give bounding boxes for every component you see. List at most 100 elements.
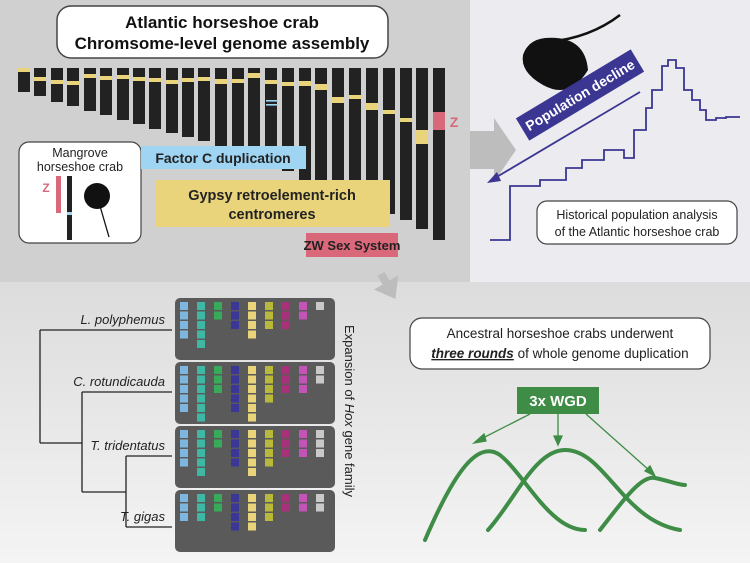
hox-gene-grids <box>175 298 335 552</box>
hox-gene-square <box>197 449 205 457</box>
hox-gene-square <box>282 366 290 374</box>
hox-gene-square <box>197 394 205 403</box>
hox-gene-square <box>299 503 307 512</box>
horseshoe-crab-icon <box>522 14 621 90</box>
chromosome <box>282 68 294 171</box>
chromosome-set <box>18 68 445 240</box>
historical-label-line1: Historical population analysis <box>556 208 717 222</box>
hox-gene-square <box>299 449 307 457</box>
hox-gene-square <box>265 430 273 438</box>
hox-gene-square <box>180 458 188 467</box>
hox-gene-square <box>282 430 290 438</box>
hox-gene-square <box>248 394 256 403</box>
hox-gene-square <box>282 311 290 320</box>
centromere-band <box>416 130 428 138</box>
chromosome <box>265 68 277 161</box>
hox-gene-square <box>197 439 205 448</box>
hox-gene-square <box>265 311 273 320</box>
mangrove-z-label: Z <box>42 181 49 195</box>
hox-gene-square <box>265 513 273 521</box>
hox-gene-square <box>197 458 205 467</box>
hox-gene-square <box>214 494 222 502</box>
hox-gene-square <box>180 439 188 448</box>
hox-gene-square <box>197 385 205 393</box>
hox-gene-square <box>214 375 222 384</box>
hox-gene-square <box>282 385 290 393</box>
centromere-band <box>34 77 46 81</box>
hox-gene-square <box>248 311 256 320</box>
hox-gene-square <box>214 366 222 374</box>
hox-gene-square <box>180 394 188 403</box>
hox-gene-square <box>197 513 205 521</box>
hox-gene-square <box>180 385 188 393</box>
hox-gene-square <box>180 302 188 310</box>
hox-gene-square <box>231 321 239 329</box>
centromere-band <box>18 68 30 72</box>
hox-gene-square <box>299 375 307 384</box>
title-box <box>56 5 389 59</box>
z-chromosome-segment <box>433 112 445 130</box>
hox-gene-square <box>214 439 222 448</box>
chromosome <box>133 68 145 124</box>
chromosome <box>67 68 79 106</box>
chromosome <box>232 68 244 151</box>
centromere-band <box>232 79 244 83</box>
hox-gene-square <box>197 404 205 412</box>
hox-gene-square <box>197 375 205 384</box>
hox-gene-square <box>265 394 273 403</box>
hox-gene-square <box>282 503 290 512</box>
hox-gene-square <box>248 439 256 448</box>
hox-gene-square <box>299 311 307 320</box>
hox-gene-square <box>180 321 188 329</box>
hox-gene-square <box>180 503 188 512</box>
hox-gene-square <box>197 413 205 422</box>
chromosome <box>400 68 412 220</box>
zw-label: ZW Sex System <box>304 238 401 253</box>
mangrove-box <box>18 141 142 244</box>
hox-gene-square <box>214 385 222 393</box>
hox-gene-square <box>282 494 290 502</box>
hox-gene-square <box>316 494 324 502</box>
centromere-band <box>265 80 277 84</box>
hox-gene-square <box>231 494 239 502</box>
hox-gene-square <box>214 503 222 512</box>
chromosome <box>100 68 112 115</box>
hox-gene-square <box>180 375 188 384</box>
hox-gene-square <box>197 503 205 512</box>
hox-gene-square <box>231 503 239 512</box>
wgd-box <box>409 317 711 370</box>
hox-gene-square <box>299 385 307 393</box>
hox-gene-square <box>265 366 273 374</box>
decline-arrow <box>494 91 641 179</box>
hox-gene-square <box>231 394 239 403</box>
title-line1: Atlantic horseshoe crab <box>125 13 319 32</box>
wgd-label-line2: three rounds of whole genome duplication <box>431 346 688 361</box>
hox-gene-square <box>248 366 256 374</box>
wgd-badge-label: 3x WGD <box>529 393 587 410</box>
hox-gene-square <box>231 302 239 310</box>
centromere-band <box>117 75 129 79</box>
hox-gene-square <box>248 413 256 422</box>
chromosome <box>166 68 178 133</box>
hox-gene-square <box>265 503 273 512</box>
hox-gene-square <box>248 458 256 467</box>
hox-gene-square <box>248 494 256 502</box>
factor-c-band <box>266 100 278 102</box>
centromere-band <box>332 97 344 103</box>
hox-gene-square <box>316 302 324 310</box>
hox-gene-square <box>248 321 256 329</box>
arrow-down <box>372 271 399 299</box>
mangrove-label-line2: horseshoe crab <box>37 160 123 174</box>
hox-gene-square <box>180 430 188 438</box>
hox-gene-square <box>316 449 324 457</box>
centromere-band <box>400 118 412 122</box>
hox-gene-square <box>197 468 205 476</box>
hox-gene-square <box>248 513 256 521</box>
hox-gene-square <box>231 311 239 320</box>
z-chromosome-label: Z <box>450 114 459 130</box>
hox-gene-square <box>231 385 239 393</box>
centromere-band <box>215 79 227 84</box>
chromosome <box>198 68 210 141</box>
chromosome <box>433 68 445 240</box>
